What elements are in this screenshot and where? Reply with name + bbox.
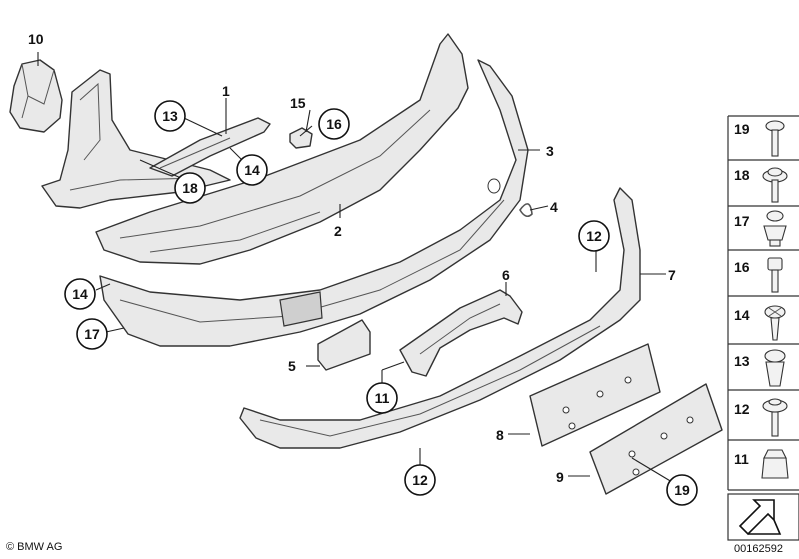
callout-2: 2 — [334, 223, 342, 239]
callout-17-circle — [76, 318, 108, 350]
part-18-side-bracket — [41, 69, 231, 209]
legend-label-17: 17 — [734, 213, 750, 229]
legend-label-13: 13 — [734, 353, 750, 369]
callout-10: 10 — [28, 31, 44, 47]
legend-label-14: 14 — [734, 307, 750, 323]
callout-12a: 12 — [586, 228, 602, 244]
clip-nut-icon — [764, 349, 786, 387]
hex-screw-icon — [767, 257, 783, 293]
callout-8: 8 — [496, 427, 504, 443]
callout-11: 11 — [375, 390, 390, 406]
callout-14a-circle — [236, 154, 268, 186]
fastener-legend: 19 18 17 16 14 13 — [727, 115, 799, 541]
copyright-text: © BMW AG — [6, 541, 62, 553]
callout-6: 6 — [502, 267, 510, 283]
clip-screw-icon — [763, 210, 787, 247]
part-5-cover-cap — [317, 319, 371, 371]
legend-label-11: 11 — [734, 451, 749, 467]
callout-19-circle — [666, 474, 698, 506]
callout-4: 4 — [550, 199, 558, 215]
part-6-carrier-bracket — [399, 289, 523, 377]
callout-14b: 14 — [72, 286, 88, 302]
callout-7: 7 — [668, 267, 676, 283]
part-4-clip — [519, 203, 533, 218]
callout-19: 19 — [674, 482, 690, 498]
legend-label-16: 16 — [734, 259, 750, 275]
part-10-bracket — [9, 59, 63, 133]
collar-screw-icon — [762, 398, 788, 437]
callout-16: 16 — [326, 116, 342, 132]
callout-18: 18 — [182, 180, 198, 196]
washer-screw-icon — [762, 167, 788, 203]
callout-16-circle — [318, 108, 350, 140]
diagram-number: 00162592 — [734, 543, 783, 555]
expanding-rivet-icon — [764, 305, 786, 341]
callout-labels: 10 1 15 13 16 14 18 3 2 4 12 6 7 14 17 5… — [28, 31, 698, 506]
part-2-bumper-cover — [95, 33, 469, 265]
callout-12a-circle — [578, 220, 610, 252]
callout-5: 5 — [288, 358, 296, 374]
callout-14a: 14 — [244, 162, 260, 178]
direction-arrow-icon — [738, 499, 782, 536]
callout-13: 13 — [162, 108, 178, 124]
callout-12b-circle — [404, 464, 436, 496]
part-8-license-plate-base — [529, 343, 661, 447]
part-9-license-plate-holder — [589, 383, 723, 495]
callout-13-circle — [154, 100, 186, 132]
hex-nut-icon — [761, 449, 789, 479]
part-1-trim-strip — [149, 117, 271, 177]
callout-18-circle — [174, 172, 206, 204]
screw-icon — [765, 120, 785, 157]
part-7-lower-diffuser — [239, 187, 641, 449]
callout-11-circle — [366, 382, 398, 414]
callout-12b: 12 — [412, 472, 428, 488]
callout-3: 3 — [546, 143, 554, 159]
legend-label-12: 12 — [734, 401, 750, 417]
legend-label-19: 19 — [734, 121, 750, 137]
callout-9: 9 — [556, 469, 564, 485]
part-15-clip — [289, 127, 313, 149]
callout-15: 15 — [290, 95, 306, 111]
part-3-bumper-shell — [99, 59, 529, 347]
callout-1: 1 — [222, 83, 230, 99]
legend-label-18: 18 — [734, 167, 750, 183]
leader-lines — [37, 52, 683, 489]
callout-17: 17 — [84, 326, 100, 342]
callout-14b-circle — [64, 278, 96, 310]
